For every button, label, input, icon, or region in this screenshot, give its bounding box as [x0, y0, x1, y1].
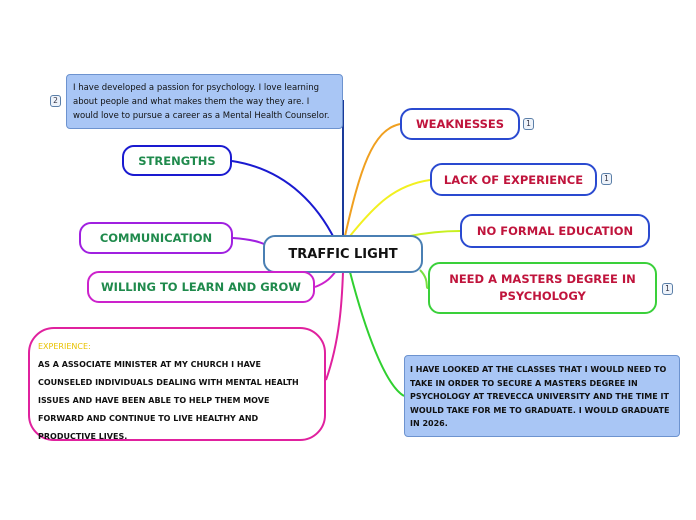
topic-weaknesses-label: WEAKNESSES	[415, 117, 505, 131]
topic-lack-label: LACK OF EXPERIENCE	[443, 172, 584, 187]
link-experience	[325, 271, 344, 381]
topic-communication-label: COMMUNICATION	[99, 231, 213, 245]
topic-willing-label: WILLING TO LEARN AND GROW	[101, 280, 301, 294]
link-willing	[314, 270, 337, 288]
passion-note-count-badge[interactable]: 2	[50, 95, 61, 107]
topic-communication[interactable]: COMMUNICATION	[79, 222, 233, 254]
link-noformal	[409, 230, 461, 237]
link-lack	[349, 179, 431, 237]
link-masters	[419, 269, 429, 289]
topic-strengths-label: STRENGTHS	[138, 153, 216, 168]
topic-strengths[interactable]: STRENGTHS	[122, 145, 232, 176]
masters-badge-label: 1	[665, 284, 670, 293]
link-weaknesses	[344, 123, 401, 237]
passion-note[interactable]: I have developed a passion for psycholog…	[66, 74, 343, 129]
weaknesses-badge-label: 1	[526, 119, 531, 128]
lack-experience-count-badge[interactable]: 1	[601, 173, 612, 185]
classes-note-text: I HAVE LOOKED AT THE CLASSES THAT I WOUL…	[410, 365, 670, 428]
link-strengths	[231, 160, 336, 241]
topic-lack-of-experience[interactable]: LACK OF EXPERIENCE	[430, 163, 597, 196]
topic-experience[interactable]: EXPERIENCE: AS A ASSOCIATE MINISTER AT M…	[28, 327, 326, 441]
topic-willing-to-learn[interactable]: WILLING TO LEARN AND GROW	[87, 271, 315, 303]
topic-no-formal-education[interactable]: NO FORMAL EDUCATION	[460, 214, 650, 248]
lack-badge-label: 1	[604, 174, 609, 183]
topic-masters-degree[interactable]: NEED A MASTERS DEGREE IN PSYCHOLOGY	[428, 262, 657, 314]
passion-badge-label: 2	[53, 96, 58, 105]
central-topic[interactable]: TRAFFIC LIGHT	[263, 235, 423, 273]
weaknesses-count-badge[interactable]: 1	[523, 118, 534, 130]
topic-masters-label: NEED A MASTERS DEGREE IN PSYCHOLOGY	[449, 272, 636, 303]
topic-noformal-label: NO FORMAL EDUCATION	[476, 224, 634, 238]
central-topic-label: TRAFFIC LIGHT	[288, 246, 398, 262]
experience-heading: EXPERIENCE:	[38, 342, 91, 351]
classes-note[interactable]: I HAVE LOOKED AT THE CLASSES THAT I WOUL…	[404, 355, 680, 437]
masters-count-badge[interactable]: 1	[662, 283, 673, 295]
passion-note-text: I have developed a passion for psycholog…	[73, 83, 330, 121]
experience-body: AS A ASSOCIATE MINISTER AT MY CHURCH I H…	[38, 360, 299, 441]
topic-weaknesses[interactable]: WEAKNESSES	[400, 108, 520, 140]
link-classes	[349, 271, 405, 397]
